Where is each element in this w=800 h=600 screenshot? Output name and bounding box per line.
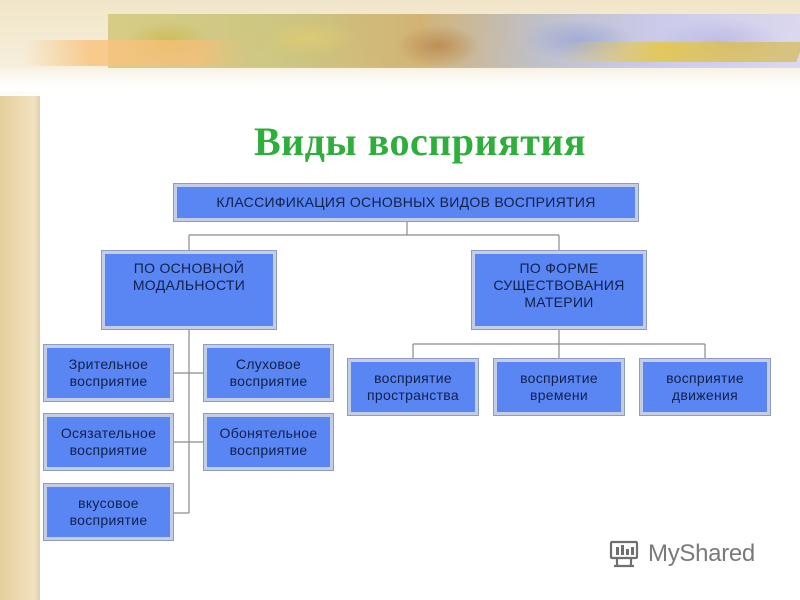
node-label-line: восприятие [69,373,148,389]
category-matter-box: ПО ФОРМЕ СУЩЕСТВОВАНИЯ МАТЕРИИ [471,250,647,330]
category-modality-box: ПО ОСНОВНОЙ МОДАЛЬНОСТИ [101,250,277,330]
category-matter-line: СУЩЕСТВОВАНИЯ [493,277,625,293]
category-modality-line: ПО ОСНОВНОЙ [133,260,245,276]
node-label-line: восприятие [520,370,598,386]
category-matter-line: ПО ФОРМЕ [519,260,599,276]
banner-fade [0,66,800,96]
myshared-watermark: MyShared [608,538,755,570]
parchment-strip [0,0,40,600]
root-label: КЛАССИФИКАЦИЯ ОСНОВНЫХ ВИДОВ ВОСПРИЯТИЯ [216,194,596,210]
slide-title: Виды восприятия [253,119,587,164]
node-gustatory-perception: вкусовое восприятие [43,483,174,541]
node-label-line: восприятие [229,442,308,458]
node-label-line: восприятие [374,370,452,386]
category-modality-line: МОДАЛЬНОСТИ [132,277,246,293]
node-label-line: восприятие [69,442,148,458]
node-label-line: Осязательное [60,425,157,441]
node-label-line: восприятие [69,512,148,528]
node-label-line: пространства [367,387,459,403]
node-label-line: времени [529,387,589,403]
watermark-text: MyShared [648,540,755,567]
myshared-logo-icon [609,540,639,568]
node-auditory-perception: Слуховое восприятие [203,344,334,402]
node-label-line: Зрительное [68,356,149,372]
banner-accent-peach [24,40,244,66]
node-visual-perception: Зрительное восприятие [43,344,174,402]
node-tactile-perception: Осязательное восприятие [43,413,174,471]
root-classification-box: КЛАССИФИКАЦИЯ ОСНОВНЫХ ВИДОВ ВОСПРИЯТИЯ [173,183,639,222]
node-label-line: восприятие [229,373,308,389]
decorative-banner [0,0,800,96]
node-label-line: восприятие [666,370,744,386]
node-label-line: Слуховое [235,356,302,372]
category-matter-line: МАТЕРИИ [524,294,594,310]
node-label-line: Обонятельное [219,425,318,441]
node-label-line: движения [671,387,739,403]
node-motion-perception: восприятие движения [639,358,771,416]
node-olfactory-perception: Обонятельное восприятие [203,413,334,471]
node-label-line: вкусовое [78,495,139,511]
node-time-perception: восприятие времени [493,358,625,416]
node-space-perception: восприятие пространства [347,358,479,416]
